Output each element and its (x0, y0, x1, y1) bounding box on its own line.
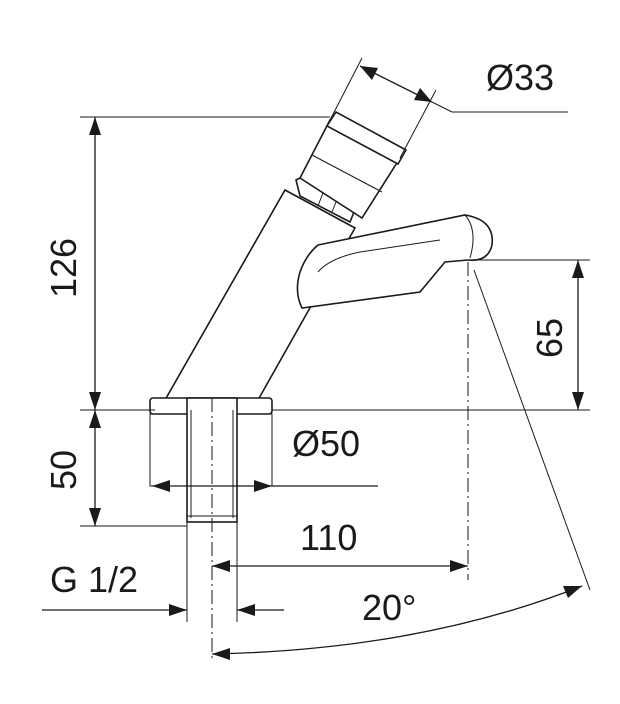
shank-length-label: 50 (43, 450, 84, 490)
dim-spout-height: 65 (272, 259, 590, 411)
dim-shank-length: 50 (43, 410, 187, 527)
dim-total-height: 126 (43, 116, 330, 411)
dim-thread: G 1/2 (42, 522, 284, 622)
handle-diameter-label: Ø33 (486, 57, 554, 98)
dim-reach: 110 (212, 517, 468, 572)
push-button-ring (325, 110, 408, 166)
spout-highlight (317, 239, 441, 273)
base-diameter-label: Ø50 (292, 423, 360, 464)
faucet-spout (296, 214, 494, 309)
reach-label: 110 (300, 517, 357, 558)
angle-label: 20° (362, 587, 416, 628)
dim-angle: 20° (211, 269, 591, 660)
total-height-label: 126 (43, 238, 84, 298)
dim-handle-diameter: Ø33 (329, 57, 568, 159)
angle-leg (473, 269, 591, 591)
spout-outlet-edge (464, 214, 474, 259)
dim-base-diameter: Ø50 (152, 423, 378, 492)
thread-label: G 1/2 (50, 559, 138, 600)
spout-height-label: 65 (529, 318, 570, 358)
